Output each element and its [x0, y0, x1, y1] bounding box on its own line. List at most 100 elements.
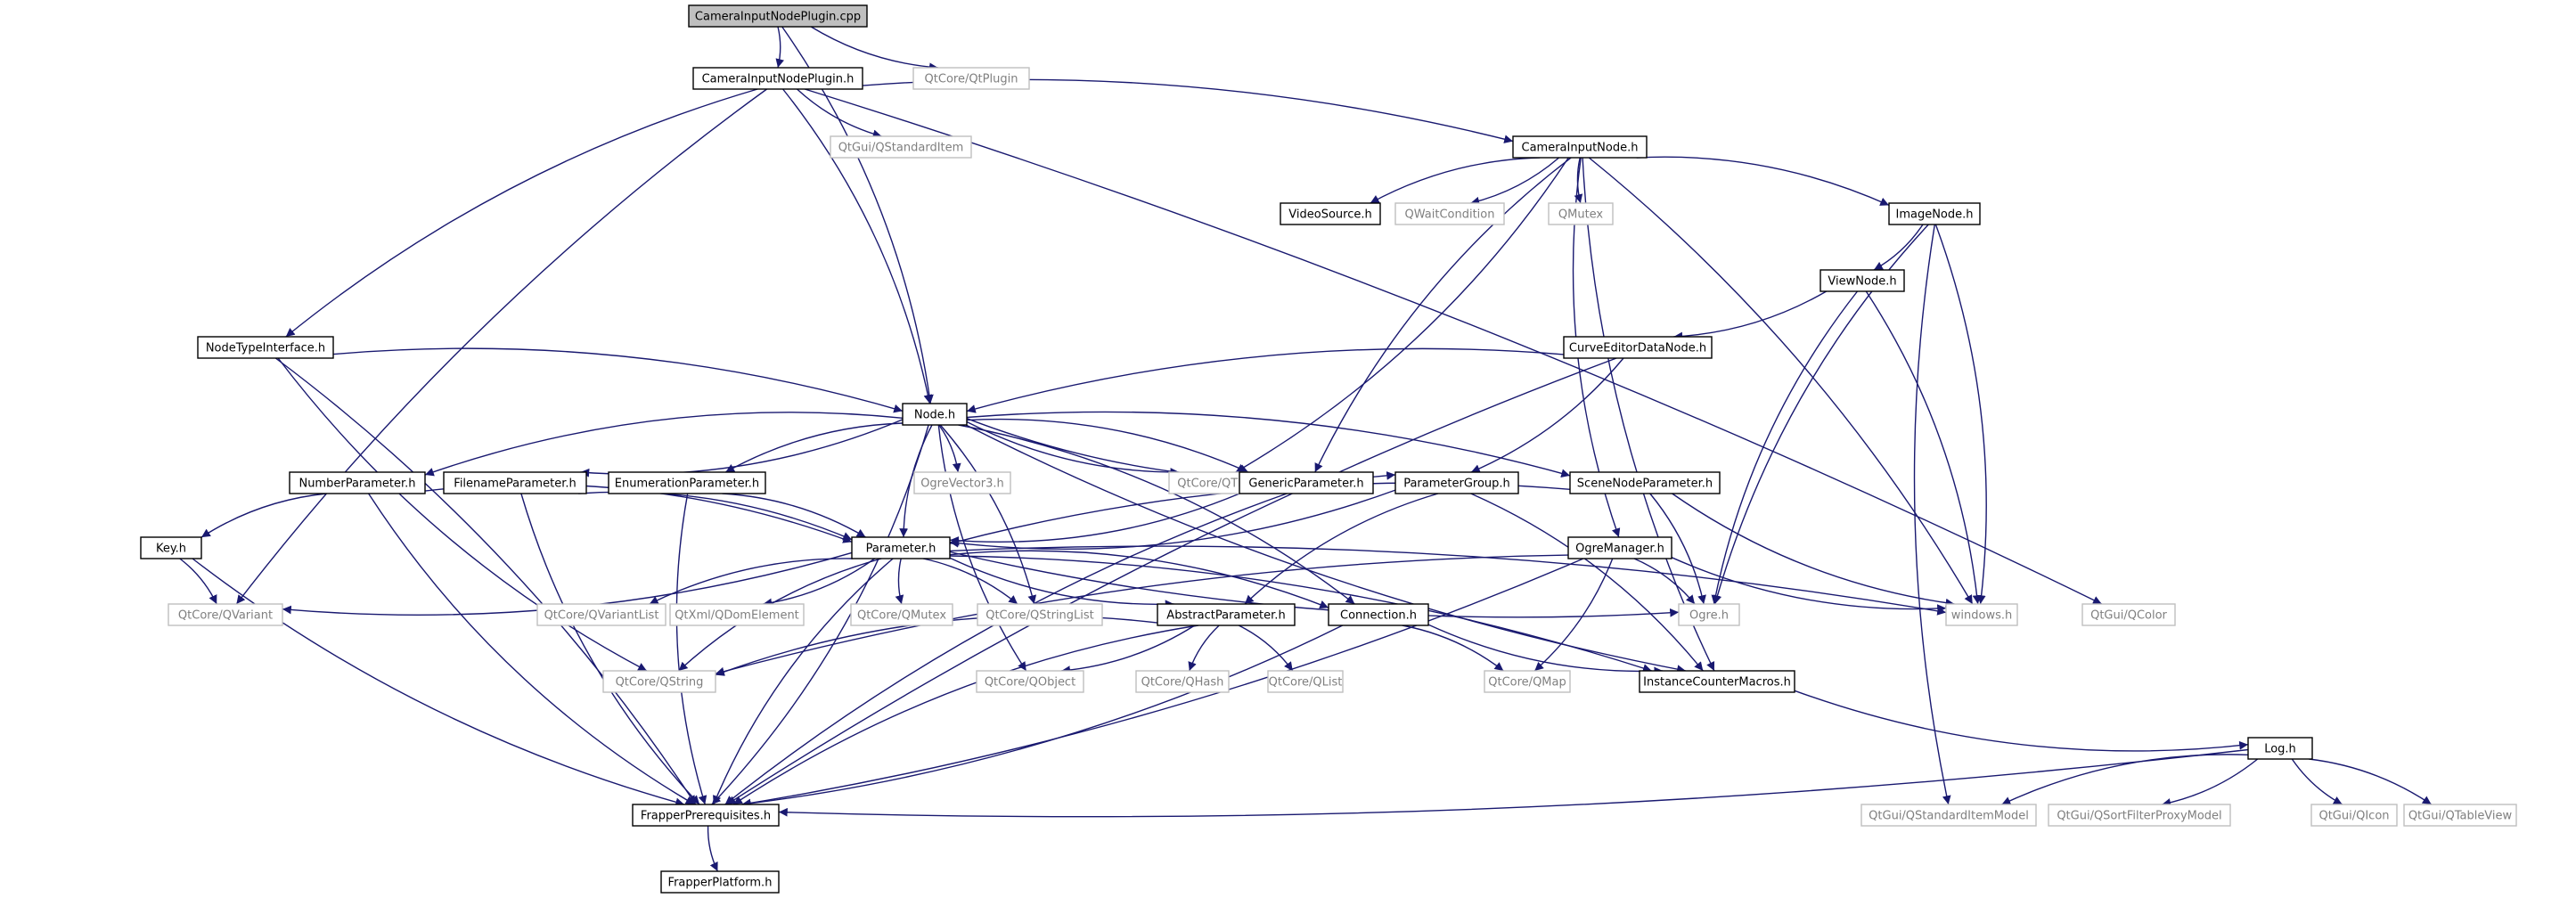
node-qhash: QtCore/QHash — [1135, 670, 1230, 693]
node-label: CameraInputNodePlugin.h — [702, 73, 855, 86]
node-box — [1569, 471, 1721, 494]
edge-key_h-to-qvariant — [179, 558, 217, 605]
node-label: QtGui/QStandardItemModel — [1869, 810, 2029, 823]
node-label: QtCore/QMap — [1488, 676, 1566, 690]
node-label: FilenameParameter.h — [454, 478, 576, 491]
node-frapperplatform[interactable]: FrapperPlatform.h — [660, 870, 780, 894]
edge-filenameparam-to-parameter_h — [578, 491, 853, 541]
node-nodetype[interactable]: NodeTypeInterface.h — [197, 336, 334, 359]
edge-enumparam-to-parameter_h — [722, 493, 866, 538]
edge-parameter_h-to-abstractparam — [949, 557, 1174, 609]
node-box — [1860, 804, 2037, 827]
node-frapperprereq[interactable]: FrapperPrerequisites.h — [632, 804, 780, 827]
node-curveeditor[interactable]: CurveEditorDataNode.h — [1563, 336, 1713, 359]
edge-abstractparam-to-qlist — [1238, 625, 1294, 672]
node-imagenode[interactable]: ImageNode.h — [1888, 202, 1981, 225]
node-label: OgreVector3.h — [920, 478, 1004, 491]
edge-abstractparam-to-qobject — [1061, 625, 1196, 674]
edge-camnode_h-to-videosource — [1370, 157, 1541, 204]
edge-parameter_h-to-windows_h — [949, 545, 1947, 616]
edge-parameter_h-to-frapperprereq — [713, 558, 894, 805]
node-box — [1548, 202, 1614, 225]
node-qstringlist: QtCore/QStringList — [977, 603, 1103, 626]
edge-parameter_h-to-qstringlist — [922, 558, 1018, 605]
node-label: QtCore/QStringList — [985, 609, 1094, 623]
edge-root-to-plugin_h — [775, 26, 785, 69]
edge-imagenode-to-qstditemmodel — [1913, 224, 1951, 805]
node-filenameparam[interactable]: FilenameParameter.h — [443, 471, 587, 494]
node-box — [1135, 670, 1230, 693]
node-key_h[interactable]: Key.h — [140, 536, 202, 559]
node-box — [830, 135, 972, 159]
edge-genericparam-to-frapperprereq — [724, 493, 1288, 805]
node-videosource[interactable]: VideoSource.h — [1280, 202, 1381, 225]
node-label: QMutex — [1558, 208, 1604, 222]
node-label: CameraInputNodePlugin.cpp — [695, 11, 861, 24]
edge-camnode_h-to-imagenode — [1636, 156, 1890, 207]
node-label: AbstractParameter.h — [1166, 609, 1285, 623]
node-label: Ogre.h — [1689, 609, 1729, 623]
edge-node_h-to-enumparam — [724, 422, 904, 473]
edge-parameter_h-to-instcounter — [949, 555, 1652, 673]
node-ogremanager[interactable]: OgreManager.h — [1567, 536, 1672, 559]
node-box — [913, 471, 1011, 494]
edge-curveeditor-to-paramgroup — [1470, 357, 1624, 473]
node-genericparam[interactable]: GenericParameter.h — [1239, 471, 1374, 494]
edge-enumparam-to-frapperprereq — [675, 493, 707, 805]
node-plugin_h[interactable]: CameraInputNodePlugin.h — [692, 67, 863, 90]
node-qstditem: QtGui/QStandardItem — [830, 135, 972, 159]
node-ogrevector3: OgreVector3.h — [913, 471, 1011, 494]
node-root[interactable]: CameraInputNodePlugin.cpp — [688, 4, 868, 28]
node-viewnode[interactable]: ViewNode.h — [1820, 269, 1905, 292]
node-camnode_h[interactable]: CameraInputNode.h — [1512, 135, 1648, 159]
node-instcounter[interactable]: InstanceCounterMacros.h — [1639, 670, 1795, 693]
edge-node_h-to-frapperprereq — [711, 424, 929, 805]
node-box — [1567, 536, 1672, 559]
node-label: QtCore/QtPlugin — [925, 73, 1018, 86]
node-box — [1512, 135, 1648, 159]
node-label: QtCore/QString — [616, 676, 704, 690]
edge-camnode_h-to-instcounter — [1582, 157, 1715, 672]
edge-viewnode-to-windows_h — [1865, 290, 1982, 605]
node-numberparam[interactable]: NumberParameter.h — [289, 471, 426, 494]
edge-parameter_h-to-ogre_h — [949, 551, 1680, 618]
edge-node_h-to-genericparam — [966, 418, 1249, 473]
node-scenenodeparam[interactable]: SceneNodeParameter.h — [1569, 471, 1721, 494]
edge-scenenodeparam-to-windows_h — [1672, 493, 1955, 608]
edge-node_h-to-numberparam — [424, 412, 904, 477]
edge-plugin_h-to-nodetype — [285, 88, 758, 338]
edge-filenameparam-to-frapperprereq — [520, 493, 700, 805]
edge-parameter_h-to-qvariantlist — [649, 558, 854, 605]
edge-curveeditor-to-node_h — [966, 347, 1565, 413]
edge-node_h-to-connection — [958, 424, 1355, 605]
node-box — [1888, 202, 1981, 225]
node-qdomelement: QtXml/QDomElement — [669, 603, 805, 626]
node-qmap: QtCore/QMap — [1484, 670, 1571, 693]
edge-connection-to-instcounter — [1427, 624, 1664, 676]
node-abstractparam[interactable]: AbstractParameter.h — [1157, 603, 1296, 626]
node-box — [902, 403, 968, 426]
node-node_h[interactable]: Node.h — [902, 403, 968, 426]
node-parameter_h[interactable]: Parameter.h — [851, 536, 951, 559]
node-box — [976, 670, 1084, 693]
node-label: Connection.h — [1340, 609, 1417, 623]
node-box — [688, 4, 868, 28]
node-qtplugin: QtCore/QtPlugin — [912, 67, 1030, 90]
edge-log_h-to-qstditemmodel — [2001, 754, 2249, 805]
node-label: QtGui/QSortFilterProxyModel — [2057, 810, 2221, 823]
node-log_h[interactable]: Log.h — [2247, 737, 2313, 760]
edge-viewnode-to-ogre_h — [1711, 290, 1859, 605]
node-box — [443, 471, 587, 494]
node-box — [1563, 336, 1713, 359]
edge-ogremanager-to-qstring — [715, 554, 1569, 676]
node-connection[interactable]: Connection.h — [1328, 603, 1429, 626]
node-qicon: QtGui/QIcon — [2310, 804, 2398, 827]
nodes-layer: CameraInputNodePlugin.cppCameraInputNode… — [140, 4, 2517, 894]
node-enumparam[interactable]: EnumerationParameter.h — [608, 471, 766, 494]
node-label: QtGui/QIcon — [2318, 810, 2389, 823]
node-paramgroup[interactable]: ParameterGroup.h — [1394, 471, 1519, 494]
edge-plugin_h-to-qcolor — [804, 88, 2103, 605]
node-box — [1239, 471, 1374, 494]
node-label: QtCore/QObject — [985, 676, 1075, 690]
node-box — [1267, 670, 1344, 693]
